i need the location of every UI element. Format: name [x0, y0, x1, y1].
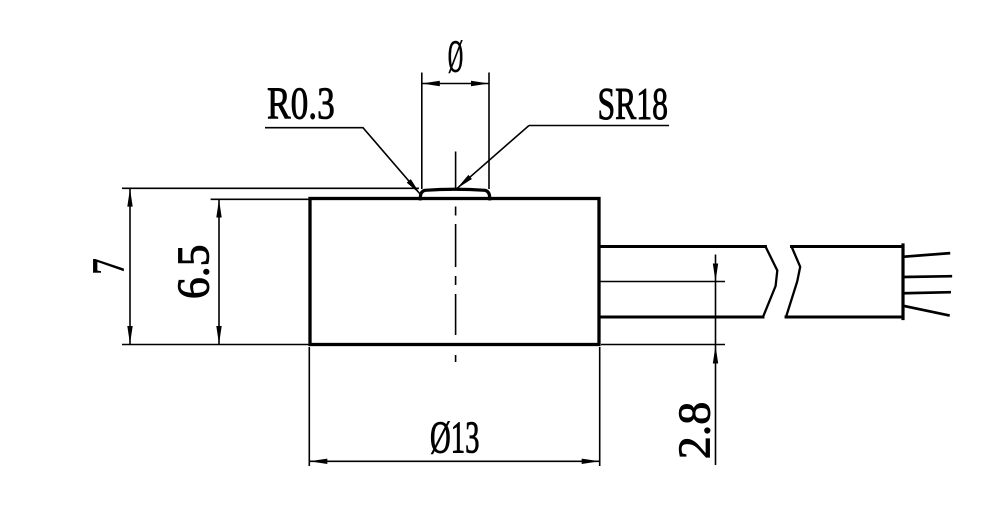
svg-text:Ø13: Ø13	[430, 413, 479, 463]
svg-text:2.8: 2.8	[669, 402, 720, 460]
svg-text:6.5: 6.5	[167, 244, 218, 299]
svg-text:SR18: SR18	[598, 78, 669, 129]
svg-text:R0.3: R0.3	[267, 77, 335, 129]
svg-text:7: 7	[83, 258, 134, 274]
svg-text:Ø: Ø	[448, 30, 463, 81]
